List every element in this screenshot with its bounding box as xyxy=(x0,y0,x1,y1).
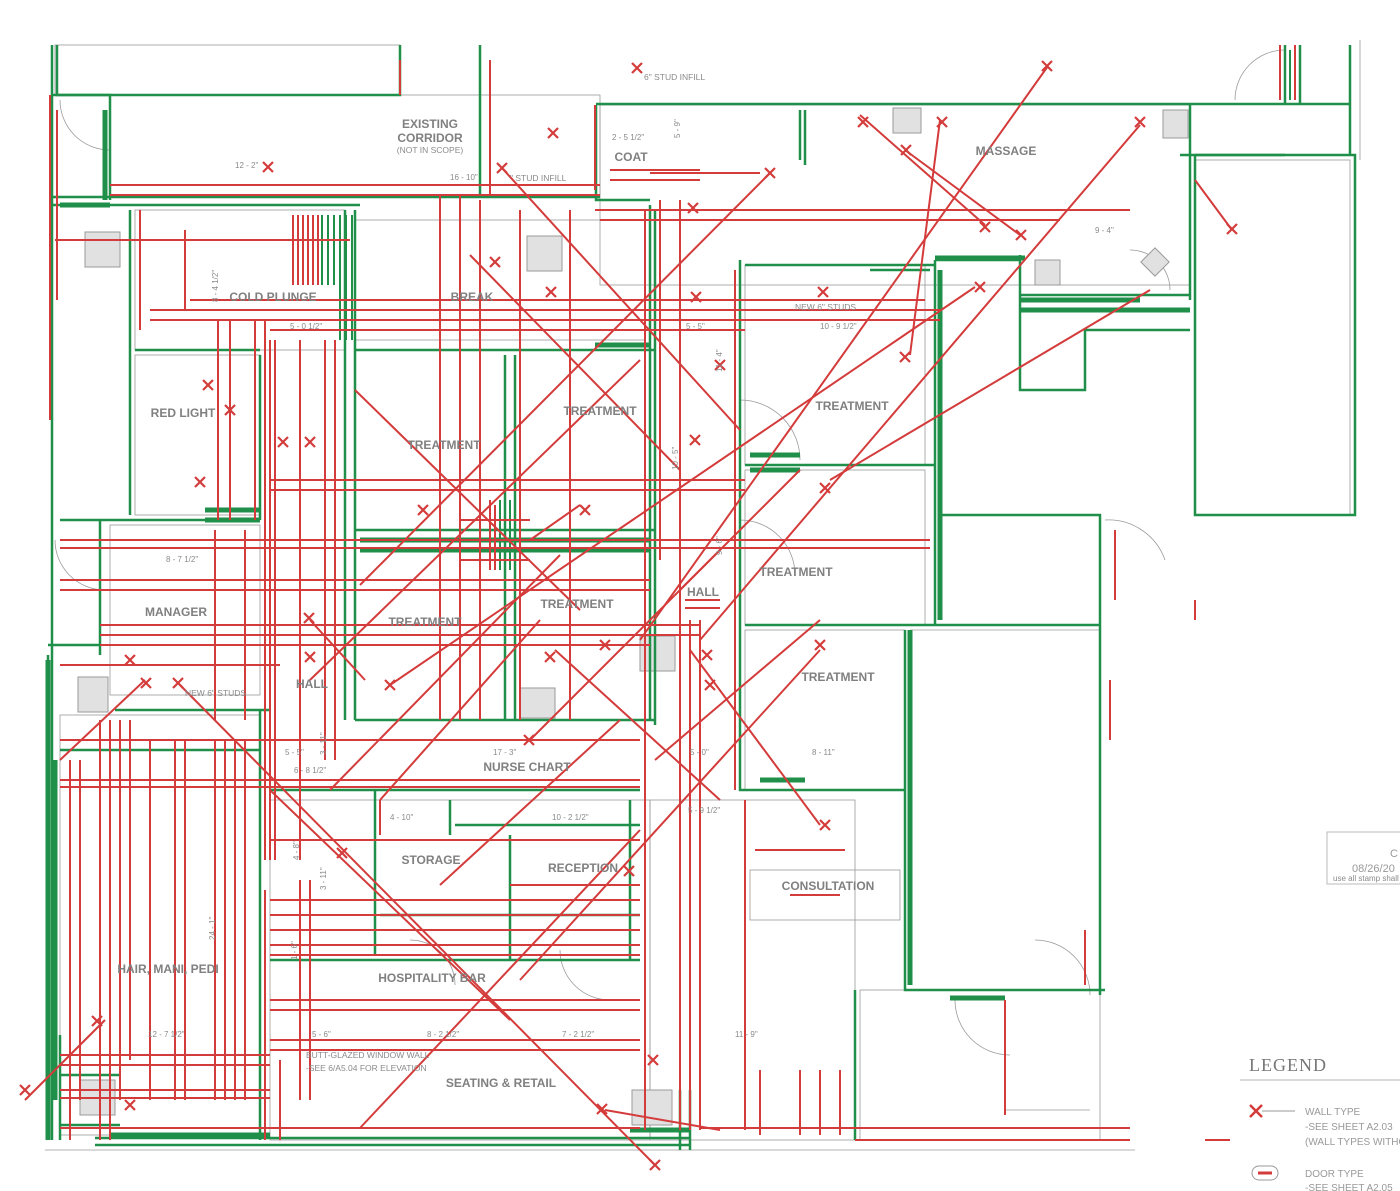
new-wall-hatch xyxy=(292,45,1296,609)
plan-note: -SEE 6/A5.04 FOR ELEVATION xyxy=(306,1063,427,1073)
legend-title: LEGEND xyxy=(1249,1055,1327,1075)
room-label: RECEPTION xyxy=(548,861,618,875)
dimension-label: 9 - 6" xyxy=(715,536,724,555)
plan-note: NEW 6" STUDS xyxy=(185,688,246,698)
dimension-label: 11 - 4" xyxy=(715,349,724,372)
legend-door-type-label: DOOR TYPE xyxy=(1305,1169,1364,1180)
room-label: CONSULTATION xyxy=(782,879,875,893)
room-label: NURSE CHART xyxy=(483,760,571,774)
dimension-label: 12 - 7 1/2" xyxy=(148,1030,185,1039)
dimension-label: 5 - 5" xyxy=(285,748,304,757)
legend-wall-type-note: (WALL TYPES WITHO xyxy=(1305,1137,1400,1148)
stamp-date: 08/26/20 xyxy=(1352,863,1395,875)
dimension-label: 8 - 4 1/2" xyxy=(211,270,220,302)
base-linework xyxy=(45,40,1400,1151)
room-label: CORRIDOR xyxy=(397,131,463,145)
room-label: COAT xyxy=(614,150,648,164)
dimension-label: 3 - 11" xyxy=(319,867,328,890)
dimension-label: 16 - 10" xyxy=(450,173,478,182)
plan-notes: 6" STUD INFILL " STUD INFILL NEW 6" STUD… xyxy=(185,72,856,1073)
wall-tag-markers xyxy=(19,60,1238,1171)
room-label: TREATMENT xyxy=(563,404,637,418)
dimension-label: 6 - 8 1/2" xyxy=(294,766,326,775)
dimension-label: 5 - 6" xyxy=(312,1030,331,1039)
dimension-label: 8 - 11" xyxy=(812,748,835,757)
dimension-strings: 12 - 2" 16 - 10" 2 - 5 1/2" 5 - 9" 9 - 4… xyxy=(148,119,1114,1039)
plan-note: BUTT-GLAZED WINDOW WALL xyxy=(306,1050,430,1060)
room-label: MANAGER xyxy=(145,605,207,619)
legend-wall-type-icon xyxy=(1249,1104,1295,1118)
room-label: TREATMENT xyxy=(540,597,614,611)
existing-walls-heavy xyxy=(45,110,1190,1140)
legend-wall-type-label: WALL TYPE xyxy=(1305,1107,1361,1118)
dimension-label: 24 - 1" xyxy=(208,917,217,940)
green-hatch xyxy=(321,50,1301,570)
room-label: STORAGE xyxy=(401,853,460,867)
plan-note: " STUD INFILL xyxy=(510,173,567,183)
dimension-label: 12 - 2" xyxy=(235,161,258,170)
legend: LEGEND WALL TYPE -SEE SHEET A2.03 (WALL … xyxy=(1249,1055,1400,1191)
dimension-label: 3 - 11" xyxy=(319,732,328,755)
room-label: HAIR, MANI, PEDI xyxy=(117,962,218,976)
dimension-label: 2 - 5 1/2" xyxy=(612,133,644,142)
dimension-label: 5 - 0" xyxy=(690,748,709,757)
dimension-label: 9 - 4" xyxy=(1095,226,1114,235)
room-label: MASSAGE xyxy=(976,144,1037,158)
dimension-label: 8 - 7 1/2" xyxy=(166,555,198,564)
dimension-label: 5 - 5" xyxy=(686,322,705,331)
legend-door-type-icon xyxy=(1251,1165,1279,1181)
plan-note: NEW 6" STUDS xyxy=(795,302,856,312)
room-label: RED LIGHT xyxy=(151,406,216,420)
dimension-label: 1 - 6" xyxy=(290,941,299,960)
room-label: TREATMENT xyxy=(759,565,833,579)
legend-wall-type-ref: -SEE SHEET A2.03 xyxy=(1305,1122,1393,1133)
legend-door-type-ref: -SEE SHEET A2.05 xyxy=(1305,1183,1393,1191)
room-label: TREATMENT xyxy=(407,438,481,452)
dimension-label: 10 - 2 1/2" xyxy=(552,813,589,822)
dimension-label: 5 - 0 1/2" xyxy=(290,322,322,331)
dimension-label: 17 - 3" xyxy=(493,748,516,757)
approval-stamp: C 08/26/20 use all stamp shall not b xyxy=(1326,831,1400,885)
room-label: (NOT IN SCOPE) xyxy=(397,145,464,155)
dimension-label: 8 - 2 1/2" xyxy=(427,1030,459,1039)
dimension-label: 7 - 2 1/2" xyxy=(562,1030,594,1039)
dimension-label: 4 - 8" xyxy=(292,841,301,860)
room-label: TREATMENT xyxy=(388,615,462,629)
room-label: SEATING & RETAIL xyxy=(446,1076,556,1090)
room-label: COLD PLUNGE xyxy=(229,290,316,304)
dimension-label: 10 - 5" xyxy=(671,447,680,470)
room-label: HALL xyxy=(687,585,719,599)
plan-note: 6" STUD INFILL xyxy=(644,72,705,82)
room-label: HOSPITALITY BAR xyxy=(378,971,486,985)
wall-tag-leaders xyxy=(24,65,1233,1166)
dimension-label: 4 - 10" xyxy=(390,813,413,822)
stamp-letter: C xyxy=(1390,848,1398,860)
new-walls xyxy=(49,60,1230,1141)
dimension-label: 10 - 9 1/2" xyxy=(820,322,857,331)
room-labels: EXISTING CORRIDOR (NOT IN SCOPE) MASSAGE… xyxy=(117,117,1036,1090)
dimension-label: 5 - 9 1/2" xyxy=(688,806,720,815)
room-label: EXISTING xyxy=(402,117,458,131)
room-label: BREAK xyxy=(451,290,494,304)
room-label: HALL xyxy=(296,677,328,691)
dimension-label: 11 - 9" xyxy=(735,1030,758,1039)
dimension-label: 5 - 9" xyxy=(673,119,682,138)
room-label: TREATMENT xyxy=(801,670,875,684)
room-label: TREATMENT xyxy=(815,399,889,413)
stamp-fine-print: use all stamp shall not b xyxy=(1333,874,1400,883)
